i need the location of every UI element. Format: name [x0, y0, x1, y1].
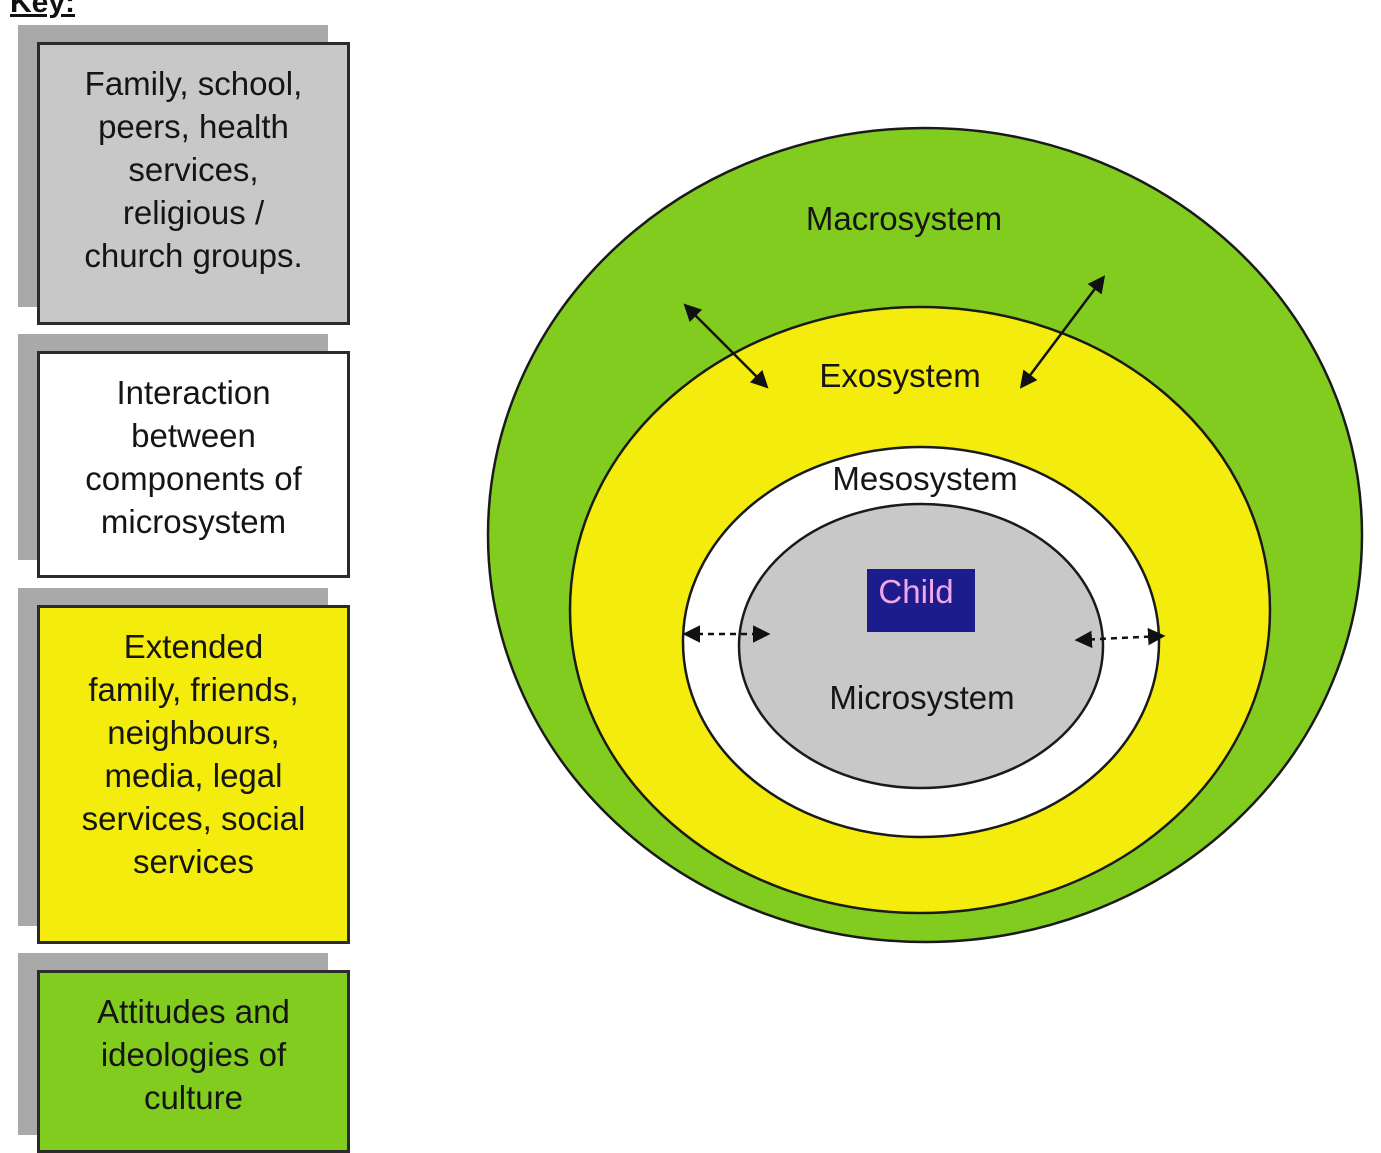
key-box: Extended family, friends, neighbours, me…	[37, 605, 350, 944]
macrosystem-label: Macrosystem	[806, 200, 1002, 237]
ecological-systems-diagram: Child Macrosystem Exosystem Mesosystem M…	[486, 126, 1364, 944]
arrow-meso-micro-right	[1074, 627, 1166, 649]
key-text: Attitudes and ideologies of culture	[97, 993, 290, 1116]
key-text: Family, school, peers, health services, …	[84, 65, 303, 274]
arrow-macro-exo-right	[1019, 275, 1106, 389]
key-box: Family, school, peers, health services, …	[37, 42, 350, 325]
key-text: Interaction between components of micros…	[85, 374, 302, 540]
child-box	[867, 569, 975, 632]
key-heading: Key:	[10, 0, 76, 19]
child-label: Child	[878, 573, 953, 610]
key-item-mesosystem: Interaction between components of micros…	[18, 334, 350, 578]
key-text: Extended family, friends, neighbours, me…	[81, 628, 306, 880]
key-item-exosystem: Extended family, friends, neighbours, me…	[18, 588, 350, 944]
mesosystem-label: Mesosystem	[832, 460, 1017, 497]
arrow-macro-exo-left	[683, 303, 769, 389]
microsystem-ring	[737, 502, 1105, 790]
key-item-microsystem: Family, school, peers, health services, …	[18, 25, 350, 325]
exosystem-label: Exosystem	[819, 357, 980, 394]
microsystem-label: Microsystem	[829, 679, 1014, 716]
key-box: Interaction between components of micros…	[37, 351, 350, 578]
